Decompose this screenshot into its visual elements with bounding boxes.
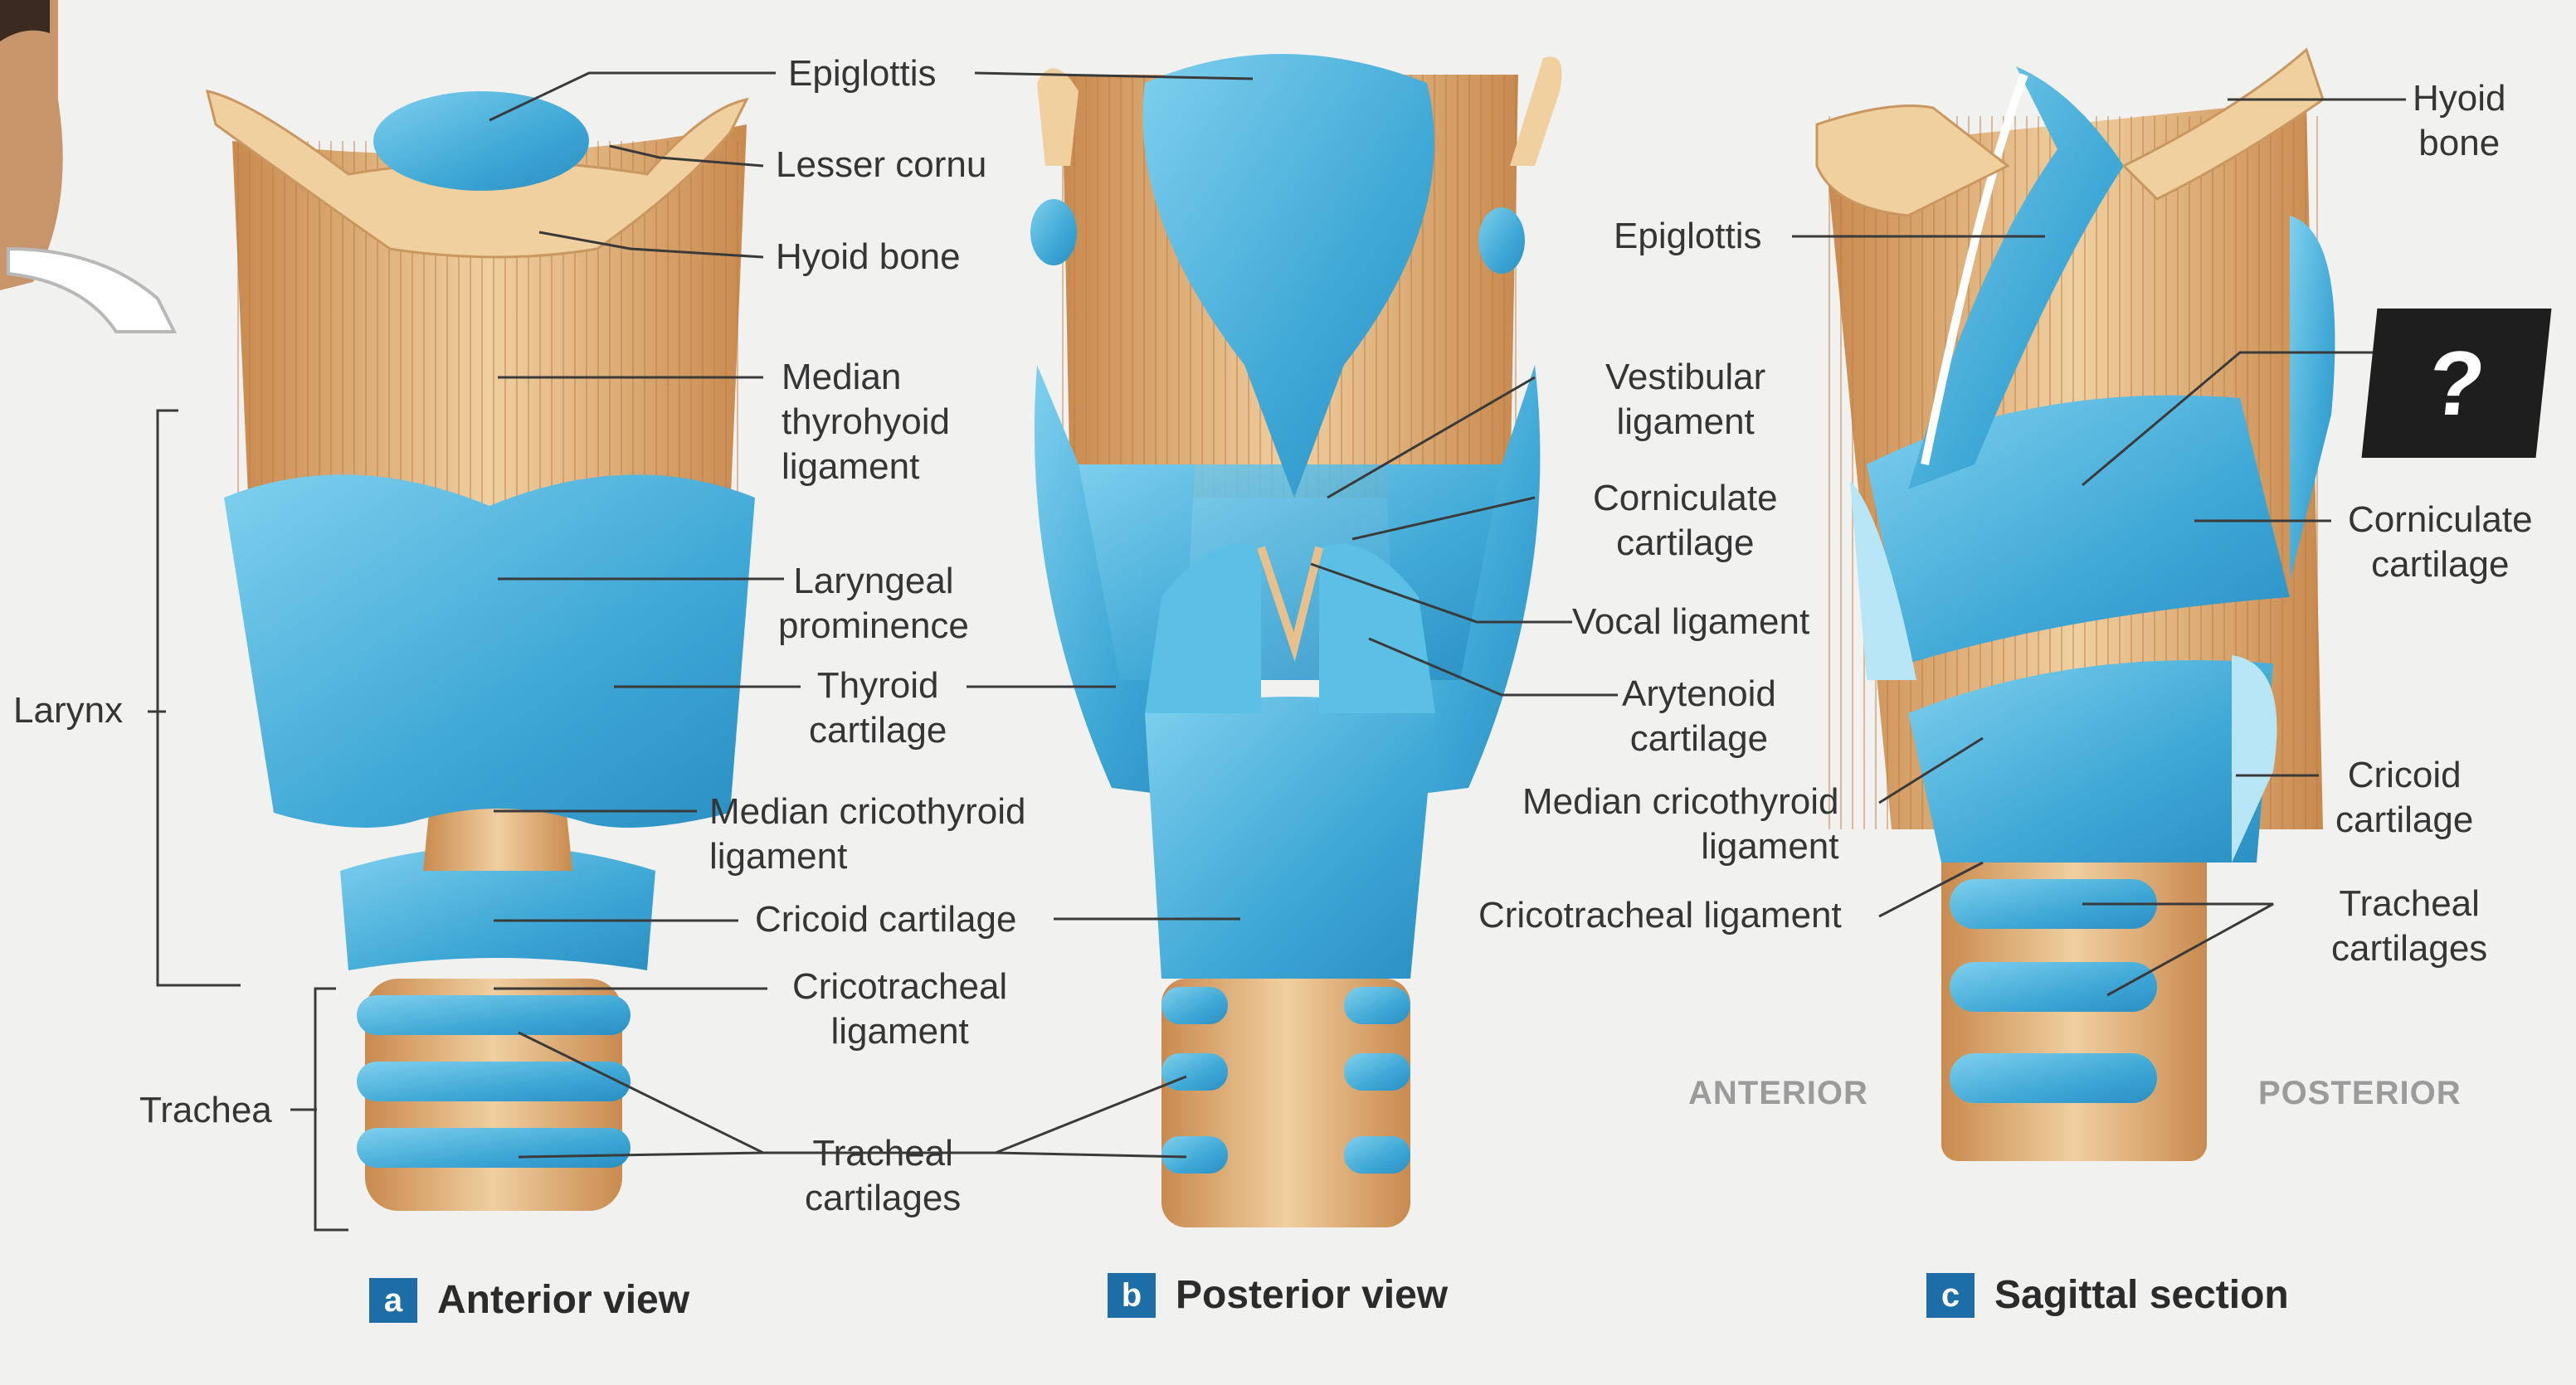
leader-corniculate-center (1351, 496, 1536, 541)
caption-posterior-view: b Posterior view (1108, 1272, 1448, 1318)
label-hyoid-bone-sagittal: Hyoid bone (2413, 76, 2506, 166)
label-line: Median cricothyroid (709, 791, 1026, 832)
label-trachea: Trachea (139, 1090, 272, 1130)
leader-epiglottis-b (974, 71, 1254, 80)
label-line: cartilage (1629, 718, 1769, 759)
label-line: Cricoid (2347, 755, 2462, 795)
leader-median-cricothyroid-c (1878, 736, 1984, 804)
label-cricotracheal-anterior: Cricotracheal ligament (792, 965, 1007, 1054)
label-vestibular-ligament: Vestibular ligament (1605, 355, 1765, 445)
leader-arytenoid (1368, 637, 1618, 697)
leader-unlabeled (2082, 351, 2389, 487)
question-mark-box: ? (2361, 309, 2552, 458)
leader-tracheal-cartilages-a2 (518, 1151, 1187, 1159)
leader-lesser-cornu (609, 144, 764, 168)
caption-text: Sagittal section (1994, 1273, 2289, 1317)
label-line: Tracheal (2339, 883, 2480, 924)
orientation-thumbnail (0, 0, 178, 333)
leader-cricotracheal-c (1878, 861, 1984, 918)
label-line: cartilage (2371, 544, 2510, 585)
label-line: ligament (709, 836, 848, 877)
label-line: Laryngeal (793, 561, 954, 601)
caption-sagittal-section: c Sagittal section (1926, 1272, 2289, 1318)
label-lesser-cornu: Lesser cornu (776, 144, 987, 185)
label-median-cricothyroid-sagittal: Median cricothyroid ligament (1522, 780, 1839, 869)
label-line: Corniculate (1593, 478, 1778, 518)
leader-lines (148, 71, 2406, 1232)
label-line: prominence (778, 605, 969, 646)
label-arytenoid-cartilage: Arytenoid cartilage (1622, 672, 1776, 761)
label-line: ligament (782, 446, 920, 487)
label-tracheal-cartilages-anterior: Tracheal cartilages (805, 1131, 961, 1221)
label-epiglottis-sagittal: Epiglottis (1614, 216, 1762, 256)
label-line: Median cricothyroid (1522, 781, 1839, 822)
direction-anterior: ANTERIOR (1688, 1075, 1868, 1111)
posterior-view-drawing (1030, 54, 1562, 1227)
label-cricoid-cartilage-sagittal: Cricoid cartilage (2335, 753, 2473, 843)
label-thyroid-cartilage: Thyroid cartilage (809, 663, 947, 753)
label-median-thyrohyoid-ligament: Median thyrohyoid ligament (782, 355, 950, 489)
caption-anterior-view: a Anterior view (369, 1277, 689, 1323)
label-line: Median (782, 357, 902, 397)
label-corniculate-cartilage-center: Corniculate cartilage (1593, 476, 1778, 566)
label-hyoid-bone-anterior: Hyoid bone (776, 236, 961, 277)
label-line: Vestibular (1605, 357, 1766, 397)
leader-vestibular (1327, 376, 1536, 499)
sagittal-section-drawing (1815, 47, 2335, 1161)
label-line: cartilage (1616, 522, 1755, 563)
label-tracheal-cartilages-sagittal: Tracheal cartilages (2331, 882, 2487, 971)
label-cricoid-cartilage-anterior: Cricoid cartilage (755, 899, 1017, 940)
label-laryngeal-prominence: Laryngeal prominence (778, 559, 969, 649)
label-line: cartilages (805, 1178, 962, 1218)
label-line: Arytenoid (1622, 673, 1776, 714)
label-line: Cricotracheal (792, 966, 1008, 1007)
label-line: Corniculate (2348, 499, 2533, 540)
label-line: ligament (1616, 401, 1755, 442)
label-line: cartilage (809, 710, 947, 751)
leader-hyoid-bone-a (538, 231, 764, 259)
caption-text: Posterior view (1176, 1273, 1449, 1317)
label-epiglottis-anterior: Epiglottis (788, 53, 937, 94)
label-line: Tracheal (812, 1133, 953, 1174)
caption-badge: c (1926, 1272, 1975, 1318)
larynx-bracket (156, 409, 241, 987)
direction-posterior: POSTERIOR (2258, 1075, 2462, 1111)
label-line: bone (2418, 123, 2501, 163)
label-line: ligament (1701, 826, 1839, 867)
label-median-cricothyroid-anterior: Median cricothyroid ligament (709, 790, 1026, 879)
label-line: cartilages (2331, 928, 2488, 969)
label-line: Hyoid (2413, 78, 2506, 119)
label-corniculate-cartilage-right: Corniculate cartilage (2348, 498, 2533, 587)
label-vocal-ligament: Vocal ligament (1572, 601, 1810, 642)
label-line: ligament (830, 1011, 969, 1052)
trachea-bracket (314, 987, 348, 1232)
leader-vocal (1310, 562, 1572, 624)
label-cricotracheal-sagittal: Cricotracheal ligament (1478, 895, 1842, 935)
label-line: Thyroid (816, 665, 939, 706)
label-line: thyrohyoid (782, 401, 951, 442)
anterior-view-drawing (205, 90, 755, 1211)
label-larynx: Larynx (13, 690, 124, 731)
caption-badge: b (1108, 1272, 1156, 1318)
leader-epiglottis-a (489, 71, 776, 122)
label-line: cartilage (2335, 799, 2474, 840)
leader-tracheal-cartilages-c (2082, 902, 2274, 997)
caption-text: Anterior view (437, 1278, 690, 1322)
caption-badge: a (369, 1277, 417, 1323)
